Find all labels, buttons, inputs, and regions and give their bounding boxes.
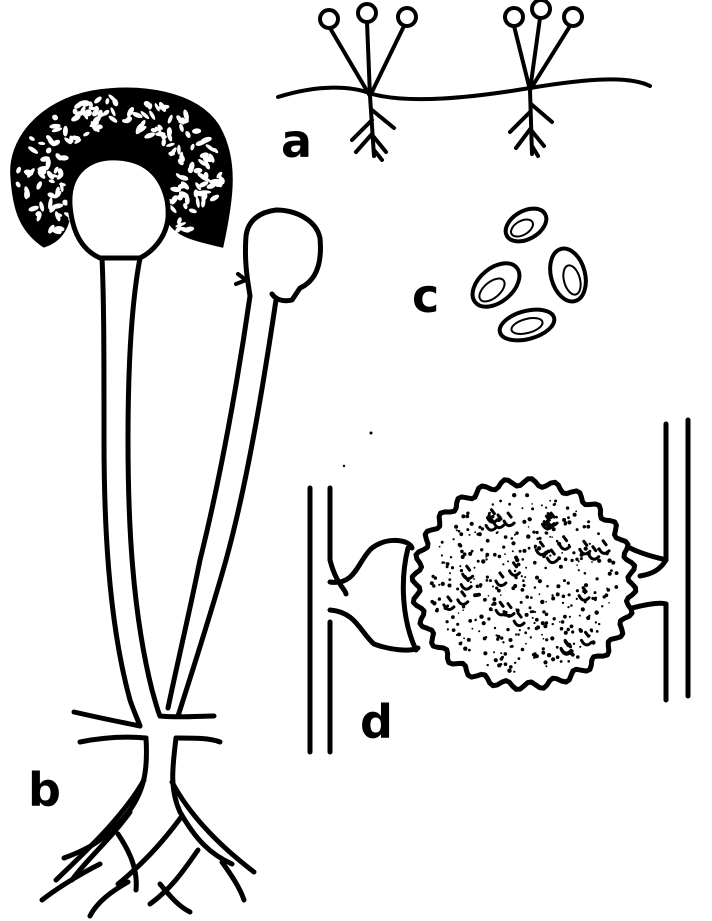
- sporangium-spore: [74, 206, 81, 210]
- label-b: b: [28, 763, 61, 817]
- panel-c-spores: c: [412, 202, 591, 346]
- sporangium-spore: [142, 237, 149, 241]
- mature-sporangium: [12, 89, 232, 258]
- spore: [500, 202, 552, 248]
- sporangium-spore: [87, 225, 93, 232]
- panel-a-colony: a: [278, 0, 650, 168]
- zygospore-texture: [430, 493, 619, 673]
- sporangium-spore: [156, 221, 162, 230]
- spore: [545, 245, 592, 306]
- sporangium-spore: [124, 238, 133, 246]
- base-stolon-upper: [74, 712, 214, 726]
- young-stalk-notch: [236, 274, 246, 284]
- label-d: d: [360, 695, 393, 749]
- sporangium-spore: [136, 226, 145, 234]
- left-hypha: [310, 488, 346, 752]
- stolon-line: [278, 79, 650, 99]
- base-stolon-lower: [80, 737, 220, 742]
- label-a: a: [281, 114, 312, 168]
- young-stalk-outer: [168, 236, 250, 708]
- label-c: c: [412, 269, 439, 323]
- panel-d-zygospore: d: [310, 420, 688, 752]
- spore: [464, 255, 527, 316]
- stalk-left-outer: [102, 258, 140, 726]
- print-specks: [343, 432, 373, 468]
- panel-a-cluster-right: [505, 0, 582, 156]
- rhizoids: [42, 738, 254, 916]
- young-stalk-inner: [178, 300, 276, 716]
- panel-b-sporangiophores: b: [12, 89, 321, 916]
- panel-a-cluster-left: [320, 4, 416, 160]
- stalk-left-inner: [128, 258, 160, 716]
- young-sporangium: [246, 210, 320, 301]
- spore: [496, 304, 557, 346]
- sporangium-spore: [167, 127, 172, 136]
- sporangium-spore: [118, 222, 128, 233]
- right-suspensor: [630, 548, 666, 608]
